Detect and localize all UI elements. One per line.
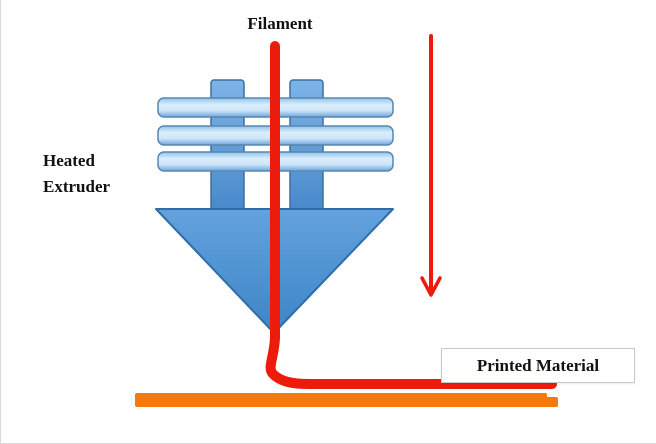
printed-material-label-box: Printed Material xyxy=(441,348,635,383)
printed-material-label: Printed Material xyxy=(476,355,600,375)
heated-extruder-label: Heated Extruder xyxy=(43,148,110,200)
filament-label: Filament xyxy=(247,14,313,33)
heated-extruder-label-line1: Heated xyxy=(43,151,95,170)
filament-path xyxy=(265,41,557,389)
print-bed xyxy=(135,393,558,407)
print-bed-edge xyxy=(545,397,558,407)
down-arrow xyxy=(420,34,442,297)
down-arrow-head xyxy=(420,276,442,297)
print-bed-bar xyxy=(135,393,547,407)
extruder-body xyxy=(155,79,394,334)
heated-extruder-label-line2: Extruder xyxy=(43,177,111,196)
